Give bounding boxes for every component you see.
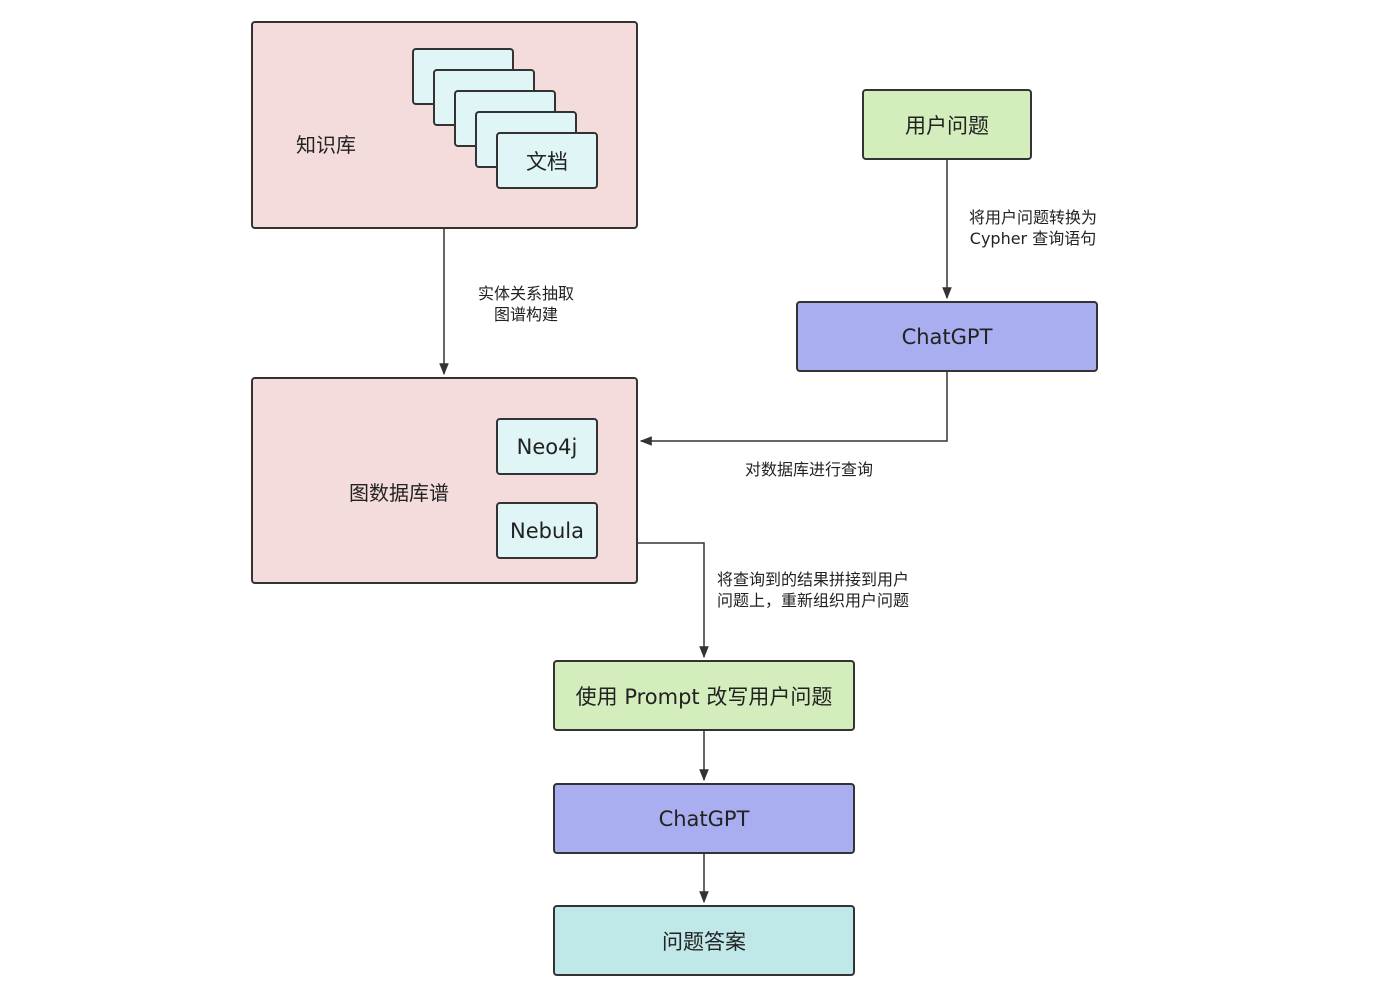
edge-chatgpt-to-graph	[639, 372, 948, 446]
edge-label-convert-line-1: 将用户问题转换为	[968, 208, 1097, 227]
neo4j-label: Neo4j	[516, 434, 578, 459]
edge-label-extract-line-2: 图谱构建	[493, 305, 558, 324]
edge-label-merge: 将查询到的结果拼接到用户 问题上，重新组织用户问题	[717, 569, 909, 611]
document-card-label: 文档	[526, 149, 568, 174]
edge-label-convert: 将用户问题转换为 Cypher 查询语句	[958, 207, 1108, 249]
rewrite-prompt-label: 使用 Prompt 改写用户问题	[575, 684, 833, 709]
graph-db-title: 图数据库谱	[349, 481, 449, 505]
document-card: 文档	[496, 132, 598, 189]
knowledge-base-title: 知识库	[296, 133, 356, 157]
user-question-box: 用户问题	[862, 89, 1032, 160]
edge-label-merge-line-1: 将查询到的结果拼接到用户	[717, 570, 910, 589]
user-question-label: 用户问题	[905, 113, 989, 138]
edge-graph-to-rewrite	[638, 542, 709, 659]
edge-label-extract-line-1: 实体关系抽取	[477, 284, 574, 303]
chatgpt-query-label: ChatGPT	[901, 324, 993, 349]
edge-label-merge-line-2: 问题上，重新组织用户问题	[717, 591, 910, 610]
chatgpt-answer-label: ChatGPT	[658, 806, 750, 831]
edge-label-extract: 实体关系抽取 图谱构建	[466, 283, 586, 325]
rewrite-prompt-box: 使用 Prompt 改写用户问题	[553, 660, 855, 731]
edge-label-query: 对数据库进行查询	[745, 460, 874, 479]
nebula-label: Nebula	[510, 518, 584, 543]
answer-box: 问题答案	[553, 905, 855, 976]
chatgpt-answer-box: ChatGPT	[553, 783, 855, 854]
answer-label: 问题答案	[662, 929, 746, 954]
edge-label-convert-line-2: Cypher 查询语句	[969, 229, 1097, 248]
chatgpt-query-box: ChatGPT	[796, 301, 1098, 372]
nebula-box: Nebula	[496, 502, 598, 559]
neo4j-box: Neo4j	[496, 418, 598, 475]
